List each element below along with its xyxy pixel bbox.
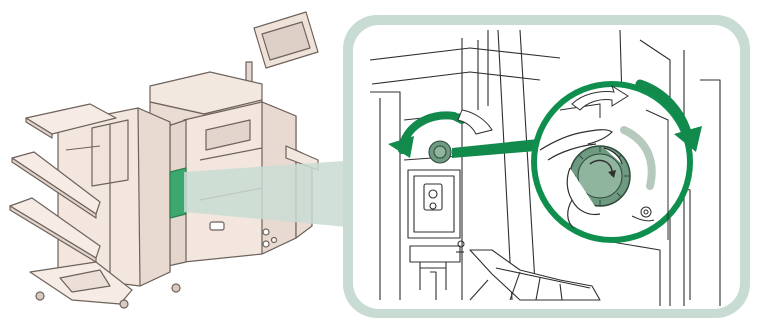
highlight-panel [170,168,186,218]
printer-illustration [10,12,318,308]
magnifier-circle [534,84,690,240]
knob-icon [429,141,451,163]
